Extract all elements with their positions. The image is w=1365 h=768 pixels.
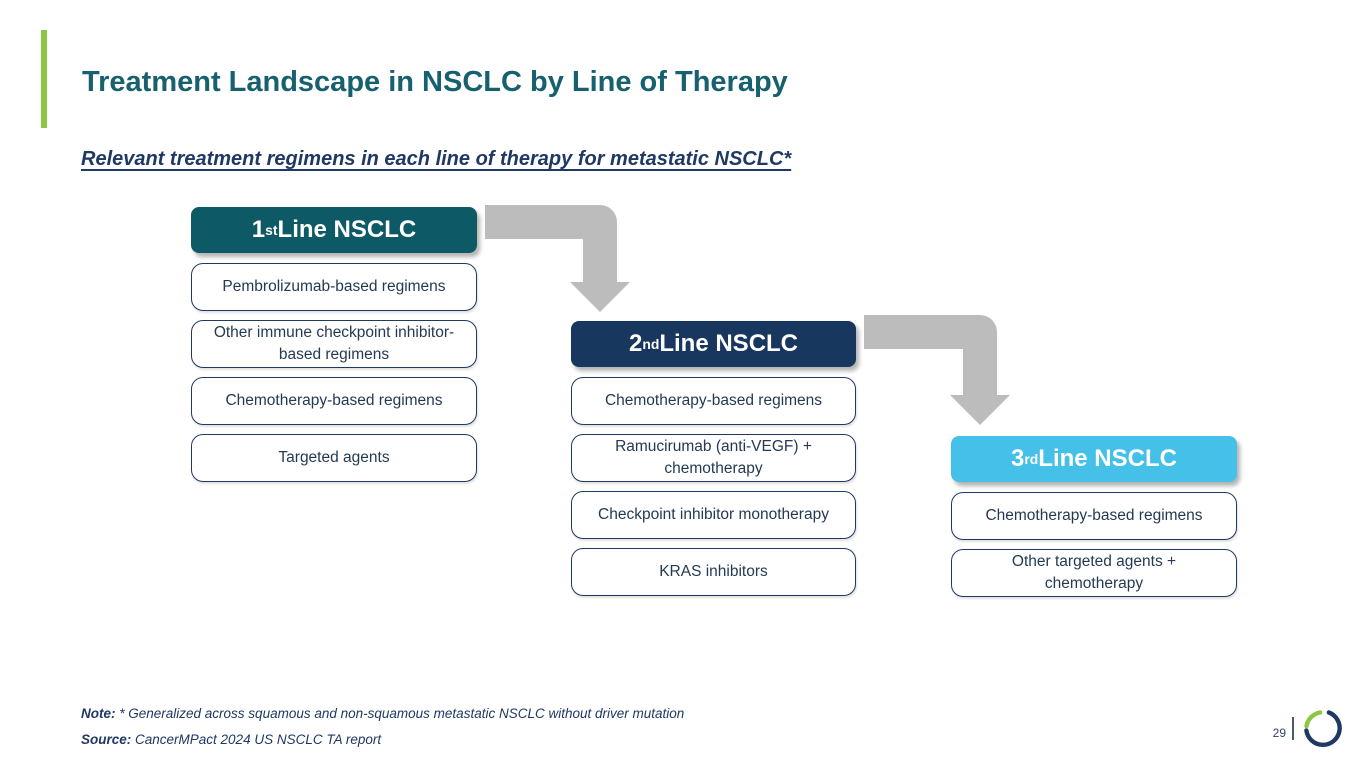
- footer-divider: [1292, 717, 1294, 740]
- note-label: Note:: [81, 706, 116, 721]
- logo-green-arc: [1304, 710, 1323, 729]
- header-label: Line NSCLC: [1038, 445, 1177, 472]
- second-line-regimens: Chemotherapy-based regimens Ramucirumab …: [571, 377, 856, 596]
- note-text: * Generalized across squamous and non-sq…: [115, 706, 685, 721]
- header-number: 3: [1011, 445, 1025, 472]
- regimen-box: Checkpoint inhibitor monotherapy: [571, 491, 856, 539]
- regimen-box: Other targeted agents + chemotherapy: [951, 549, 1237, 597]
- note-line: Note: * Generalized across squamous and …: [81, 706, 684, 721]
- arrow-first-to-second: [485, 205, 630, 312]
- regimen-box: Ramucirumab (anti-VEGF) + chemotherapy: [571, 434, 856, 482]
- arrow-second-to-third: [864, 315, 1010, 425]
- regimen-box: Pembrolizumab-based regimens: [191, 263, 477, 311]
- header-label: Line NSCLC: [277, 216, 417, 243]
- regimen-box: KRAS inhibitors: [571, 548, 856, 596]
- source-label: Source:: [81, 732, 132, 747]
- slide-subtitle: Relevant treatment regimens in each line…: [81, 148, 792, 170]
- page-number: 29: [1272, 726, 1286, 740]
- header-label: Line NSCLC: [659, 330, 799, 357]
- header-number: 1: [251, 216, 266, 243]
- logo-navy-arc: [1304, 710, 1342, 748]
- third-line-regimens: Chemotherapy-based regimens Other target…: [951, 492, 1237, 597]
- company-ring-logo: [1304, 710, 1342, 748]
- source-text: CancerMPact 2024 US NSCLC TA report: [131, 732, 382, 747]
- regimen-box: Targeted agents: [191, 434, 477, 482]
- regimen-box: Other immune checkpoint inhibitor-based …: [191, 320, 477, 368]
- title-accent-bar: [41, 30, 47, 128]
- regimen-box: Chemotherapy-based regimens: [571, 377, 856, 425]
- header-number: 2: [628, 330, 643, 357]
- source-line: Source: CancerMPact 2024 US NSCLC TA rep…: [81, 732, 381, 747]
- first-line-regimens: Pembrolizumab-based regimens Other immun…: [191, 263, 477, 482]
- regimen-box: Chemotherapy-based regimens: [951, 492, 1237, 540]
- page-title: Treatment Landscape in NSCLC by Line of …: [82, 66, 788, 98]
- regimen-box: Chemotherapy-based regimens: [191, 377, 477, 425]
